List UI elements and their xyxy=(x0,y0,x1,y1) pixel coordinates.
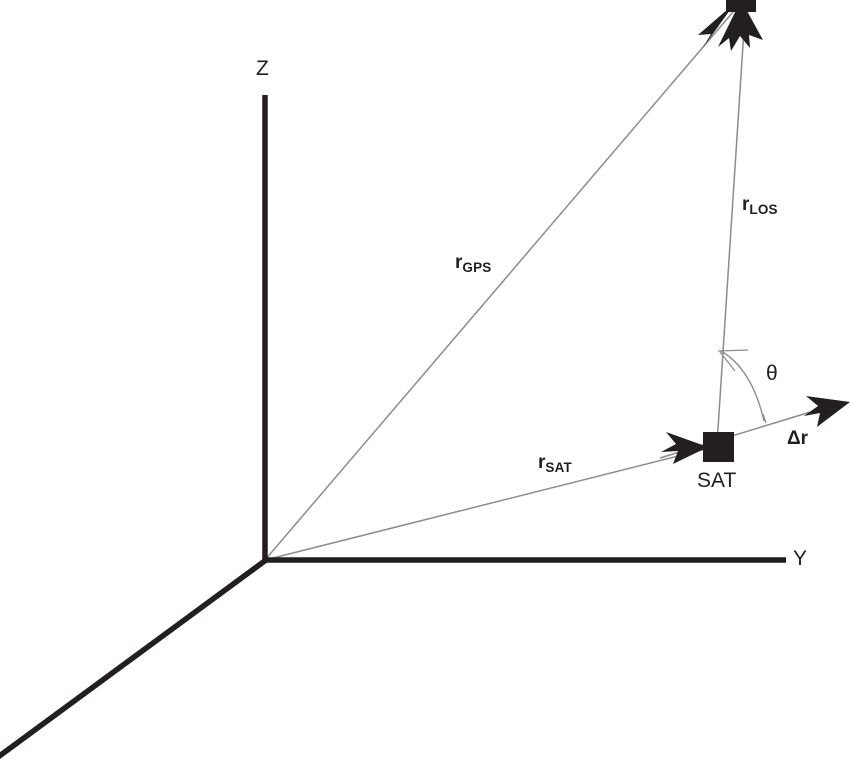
r-los-arrowhead xyxy=(718,0,763,51)
delta-r-arrowhead xyxy=(804,396,850,427)
r-sat-line xyxy=(264,446,715,561)
y-axis-label: Y xyxy=(793,547,808,570)
sat-marker xyxy=(703,432,734,462)
theta-arc-foot-tick xyxy=(762,413,767,424)
z-axis-label: Z xyxy=(256,57,269,80)
theta-angle-label: θ xyxy=(766,362,778,385)
theta-inner-tick xyxy=(719,351,736,372)
theta-reference-tick xyxy=(717,349,749,352)
r-gps-label: rGPS xyxy=(455,252,492,275)
theta-arc xyxy=(720,350,765,422)
r-sat-label-sub: SAT xyxy=(545,459,573,475)
r-gps-label-sub: GPS xyxy=(462,259,492,275)
sat-point-label: SAT xyxy=(697,469,737,492)
r-los-label: rLOS xyxy=(742,194,778,217)
r-sat-arrowhead xyxy=(661,432,708,464)
x-axis-line xyxy=(0,557,268,760)
r-sat-label: rSAT xyxy=(538,452,573,475)
delta-r-label: Δr xyxy=(787,428,809,449)
gps-satellite-marker xyxy=(726,0,756,12)
r-gps-arrowhead xyxy=(698,3,735,49)
r-sat-label-base: r xyxy=(538,452,546,473)
r-los-label-sub: LOS xyxy=(749,201,778,217)
r-gps-line xyxy=(264,11,734,561)
r-los-line xyxy=(716,13,746,445)
r-los-label-base: r xyxy=(742,194,750,215)
r-gps-label-base: r xyxy=(455,252,463,273)
